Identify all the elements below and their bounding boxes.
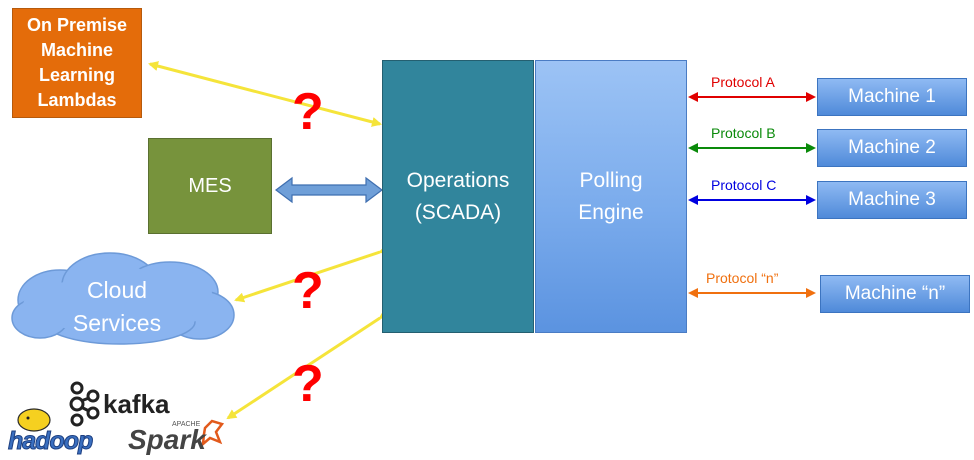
protocol-c-label: Protocol C (711, 177, 777, 193)
machine-n-box: Machine “n” (820, 275, 970, 313)
protocol-b-label: Protocol B (711, 125, 776, 141)
on-premise-ml-label: On Premise Machine Learning Lambdas (26, 15, 128, 110)
question-mark-premise: ? (292, 83, 324, 141)
protocol-n-label: Protocol “n” (706, 270, 779, 286)
apache-logo-text: APACHE (172, 421, 201, 428)
spark-logo-text: Spark (128, 424, 206, 455)
cloud-label: Cloud (86, 277, 148, 303)
machine-3-box: Machine 3 (817, 181, 967, 219)
question-mark-cloud: ? (292, 262, 324, 320)
engine-label: Engine (578, 200, 644, 224)
kafka-logo-text: kafka (103, 389, 170, 419)
hadoop-logo-text: hadoop (7, 427, 93, 456)
services-label: Services (72, 310, 162, 336)
kafka-logo-icon (69, 381, 100, 427)
machine-1-box: Machine 1 (817, 78, 967, 116)
spark-star-icon (201, 419, 225, 447)
mes-double-arrow (275, 176, 383, 204)
yellow-arrow-premise (148, 61, 382, 127)
mes-box: MES (148, 138, 272, 234)
polling-engine-box: Polling Engine (535, 60, 687, 333)
operations-label: Operations (406, 168, 510, 192)
polling-label: Polling (579, 168, 643, 192)
yellow-arrow-bigdata (226, 309, 390, 420)
protocol-a-label: Protocol A (711, 74, 775, 90)
cloud-services-label: Cloud Services (62, 274, 172, 340)
question-mark-bigdata: ? (292, 355, 324, 413)
cloud-shape (11, 252, 235, 345)
hadoop-elephant-icon (17, 408, 51, 432)
operations-scada-box: Operations (SCADA) (382, 60, 534, 333)
on-premise-ml-box: On Premise Machine Learning Lambdas (12, 8, 142, 118)
mes-label: MES (188, 174, 232, 197)
scada-label: (SCADA) (414, 200, 502, 224)
machine-2-box: Machine 2 (817, 129, 967, 167)
yellow-arrow-cloud (234, 244, 390, 303)
